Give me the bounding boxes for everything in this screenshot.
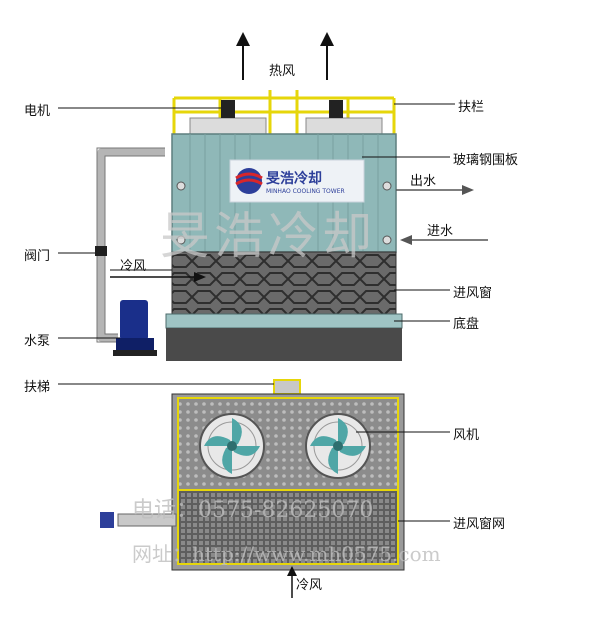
watermark-big: 旻浩冷却 [160,207,376,265]
label-pump: 水泵 [24,334,51,349]
logo-mark [235,168,263,194]
tower-base [166,328,402,361]
label-inlet-window-mesh: 进风窗网 [453,517,506,532]
basin [165,313,403,329]
label-cold-air-top: 冷风 [120,259,147,274]
label-air-inlet-window: 进风窗 [453,286,493,301]
logo-en: MINHAO COOLING TOWER [266,188,345,195]
label-water-out: 出水 [410,174,437,189]
air-inlet-window [171,251,397,315]
fan-cylinder-right [305,117,383,135]
label-water-in: 进水 [427,224,454,239]
label-ladder: 扶梯 [24,380,51,395]
label-basin: 底盘 [453,317,480,332]
label-hot-air: 热风 [269,64,296,79]
fan-cylinder-left [189,117,267,135]
label-valve: 阀门 [24,249,51,264]
leaders-bottom [356,431,450,522]
watermark-web: 网址：http://www.mh0575.com [132,542,441,566]
inlet-window-mesh [177,489,399,565]
motor-right [329,100,343,118]
fan-left [199,413,265,479]
motor-left [221,100,235,118]
ladder [273,379,301,395]
label-fan: 风机 [453,428,480,443]
label-frp-panel: 玻璃钢围板 [453,153,519,168]
fan-right [305,413,371,479]
water-pipe-edge [96,147,165,343]
watermark-phone: 电话：0575-82625070 [132,498,374,523]
label-cold-air-bottom: 冷风 [296,578,323,593]
valve [95,246,107,256]
label-motor: 电机 [24,104,51,119]
logo-cn: 旻浩冷却 [266,171,322,187]
plan-pipe [100,512,177,528]
hot-air-arrows [236,32,334,80]
pump [113,300,157,356]
leaders-top [58,103,455,339]
label-railing: 扶栏 [458,100,485,115]
